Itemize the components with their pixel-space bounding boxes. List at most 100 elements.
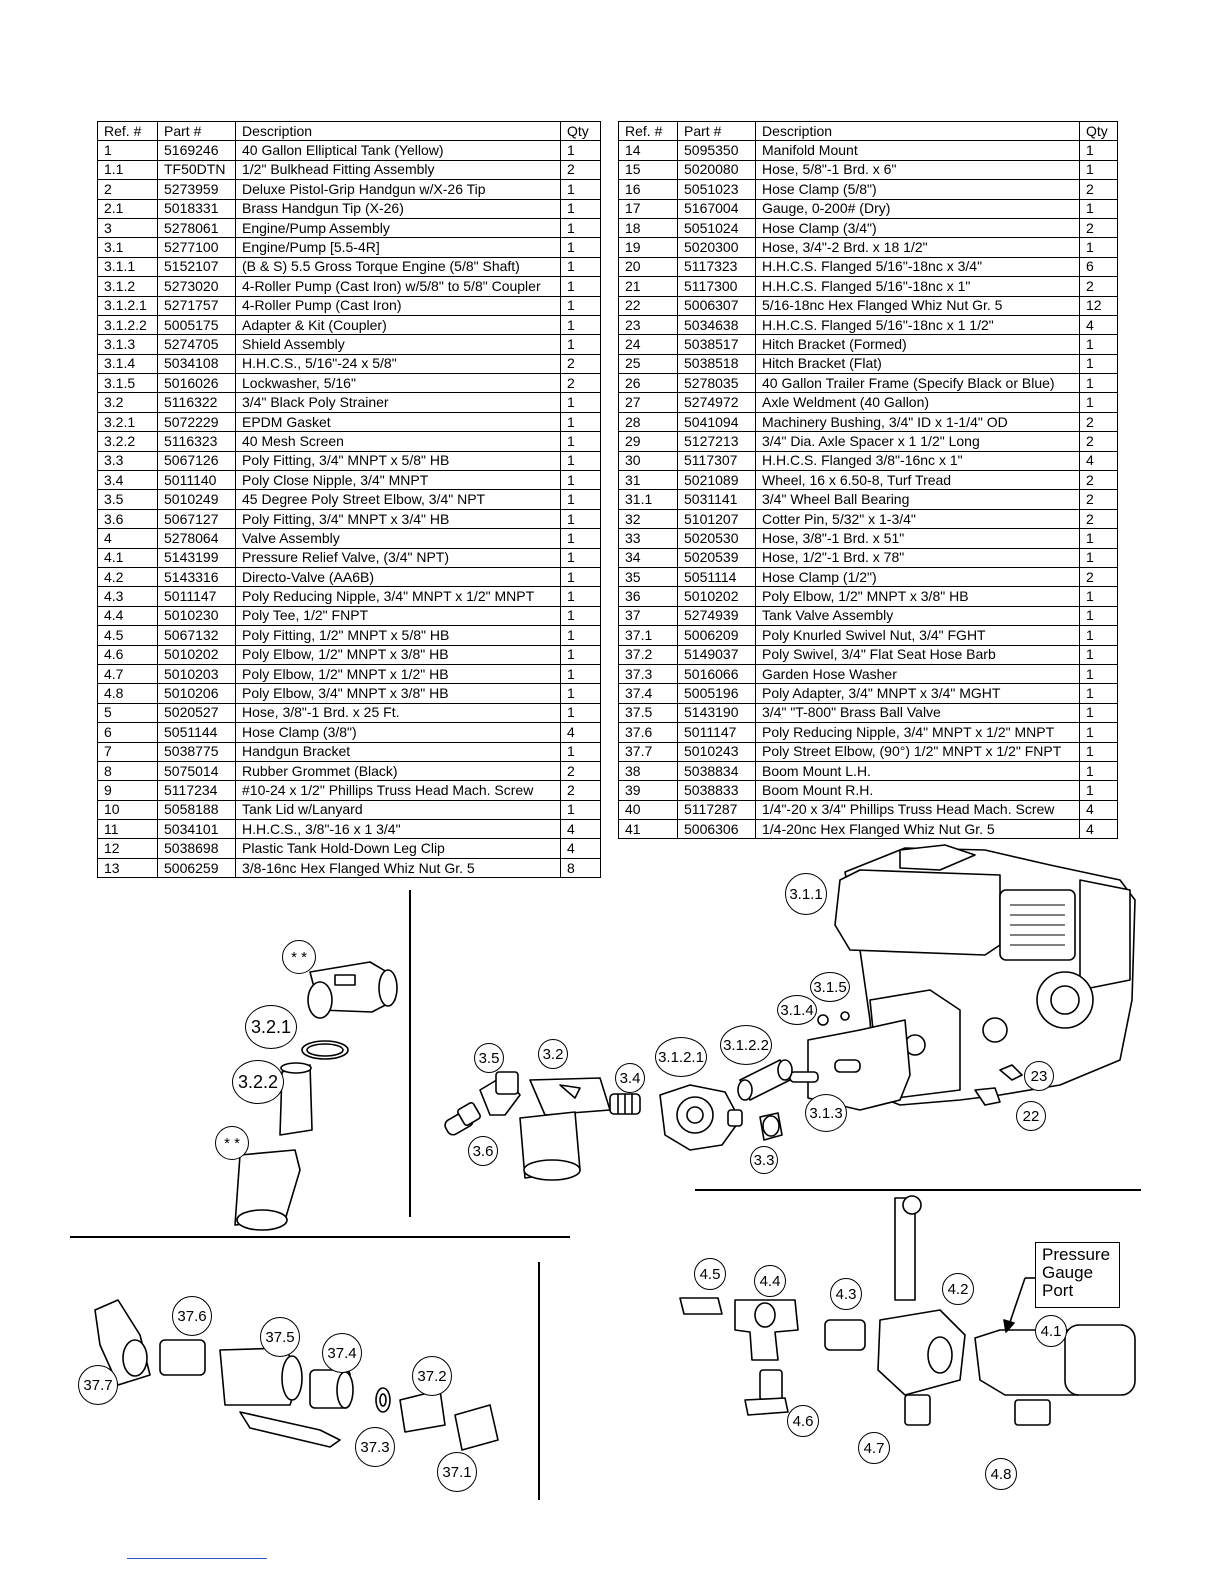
cell-description: Poly Reducing Nipple, 3/4" MNPT x 1/2" M…: [235, 586, 561, 607]
cell-qty: 2: [560, 159, 601, 181]
callout-4-4: 4.4: [754, 1265, 786, 1297]
divider-vertical-tank-valve: [538, 1262, 540, 1500]
cell-ref: 4.5: [97, 625, 158, 646]
fitting-3-6-drawing: [444, 1102, 481, 1136]
shield-drawing: [789, 1011, 911, 1111]
cell-part-number: 5051023: [677, 179, 756, 200]
cell-qty: 4: [1079, 819, 1118, 840]
cell-part-number: 5116322: [157, 392, 236, 413]
cell-ref: 38: [618, 760, 678, 782]
cell-part-number: 5005196: [677, 683, 756, 704]
cell-part-number: 5010202: [677, 586, 756, 607]
callout-strainer-assy-top: * *: [282, 940, 316, 974]
column-header-qty: Qty: [560, 120, 601, 142]
cell-description: 4-Roller Pump (Cast Iron): [235, 295, 561, 316]
cell-part-number: 5018331: [157, 198, 236, 219]
footer-link-underline[interactable]: [127, 1558, 267, 1559]
cell-ref: 4.7: [97, 663, 158, 685]
cell-qty: 1: [560, 179, 601, 200]
coupler-drawing: [737, 1059, 793, 1101]
cell-ref: 37.5: [618, 702, 678, 724]
cell-qty: 1: [560, 217, 601, 239]
cell-description: Poly Adapter, 3/4" MNPT x 3/4" MGHT: [755, 683, 1080, 704]
cell-description: Hose Clamp (3/4"): [755, 217, 1080, 239]
callout-3-4: 3.4: [615, 1063, 645, 1093]
cell-part-number: 5278035: [677, 373, 756, 394]
cell-qty: 1: [1079, 198, 1118, 219]
cell-description: H.H.C.S. Flanged 3/8"-16nc x 1": [755, 450, 1080, 472]
cell-description: Engine/Pump Assembly: [235, 217, 561, 239]
cell-ref: 3.3: [97, 450, 158, 472]
callout-strainer-assy-bottom: * *: [215, 1126, 249, 1160]
cell-ref: 18: [618, 217, 678, 239]
cell-ref: 14: [618, 140, 678, 161]
callout-3-1-4: 3.1.4: [777, 995, 817, 1025]
cell-description: (B & S) 5.5 Gross Torque Engine (5/8" Sh…: [235, 256, 561, 278]
cell-description: Poly Swivel, 3/4" Flat Seat Hose Barb: [755, 644, 1080, 665]
cell-part-number: 5006259: [157, 857, 236, 879]
cell-qty: 2: [1079, 508, 1118, 530]
callout-4-3: 4.3: [830, 1278, 862, 1310]
callout-3-2-1: 3.2.1: [245, 1005, 297, 1049]
cell-part-number: 5072229: [157, 411, 236, 433]
callout-3-3: 3.3: [750, 1146, 778, 1174]
cell-part-number: 5006306: [677, 819, 756, 840]
cell-description: Poly Fitting, 1/2" MNPT x 5/8" HB: [235, 625, 561, 646]
column-header-description: Description: [755, 120, 1080, 142]
cell-part-number: 5020539: [677, 547, 756, 568]
cell-part-number: 5011140: [157, 470, 236, 491]
cell-qty: 1: [1079, 140, 1118, 161]
cell-description: #10-24 x 1/2" Phillips Truss Head Mach. …: [235, 780, 561, 801]
cell-description: Hose Clamp (5/8"): [755, 179, 1080, 200]
callout-4-7: 4.7: [858, 1432, 890, 1464]
cell-description: 3/4" Dia. Axle Spacer x 1 1/2" Long: [755, 431, 1080, 452]
cell-ref: 3.1.3: [97, 334, 158, 355]
nipple-3-4-drawing: [609, 1093, 641, 1115]
cell-ref: 2.1: [97, 198, 158, 219]
column-header-ref: Ref. #: [618, 120, 678, 142]
cell-qty: 1: [1079, 159, 1118, 181]
callout-37-4: 37.4: [322, 1333, 362, 1373]
cell-description: Manifold Mount: [755, 140, 1080, 161]
cell-description: 1/2" Bulkhead Fitting Assembly: [235, 159, 561, 181]
strainer-3-2-drawing: [519, 1077, 611, 1181]
cell-qty: 1: [560, 566, 601, 588]
callout-4-8: 4.8: [985, 1458, 1017, 1490]
cell-description: Gauge, 0-200# (Dry): [755, 198, 1080, 219]
callout-23: 23: [1024, 1061, 1054, 1091]
cell-description: Garden Hose Washer: [755, 663, 1080, 685]
cell-ref: 12: [97, 838, 158, 859]
cell-qty: 1: [1079, 760, 1118, 782]
cell-description: Hose, 1/2"-1 Brd. x 78": [755, 547, 1080, 568]
callout-37-5: 37.5: [260, 1317, 300, 1357]
fitting-3-3-drawing: [759, 1112, 783, 1141]
